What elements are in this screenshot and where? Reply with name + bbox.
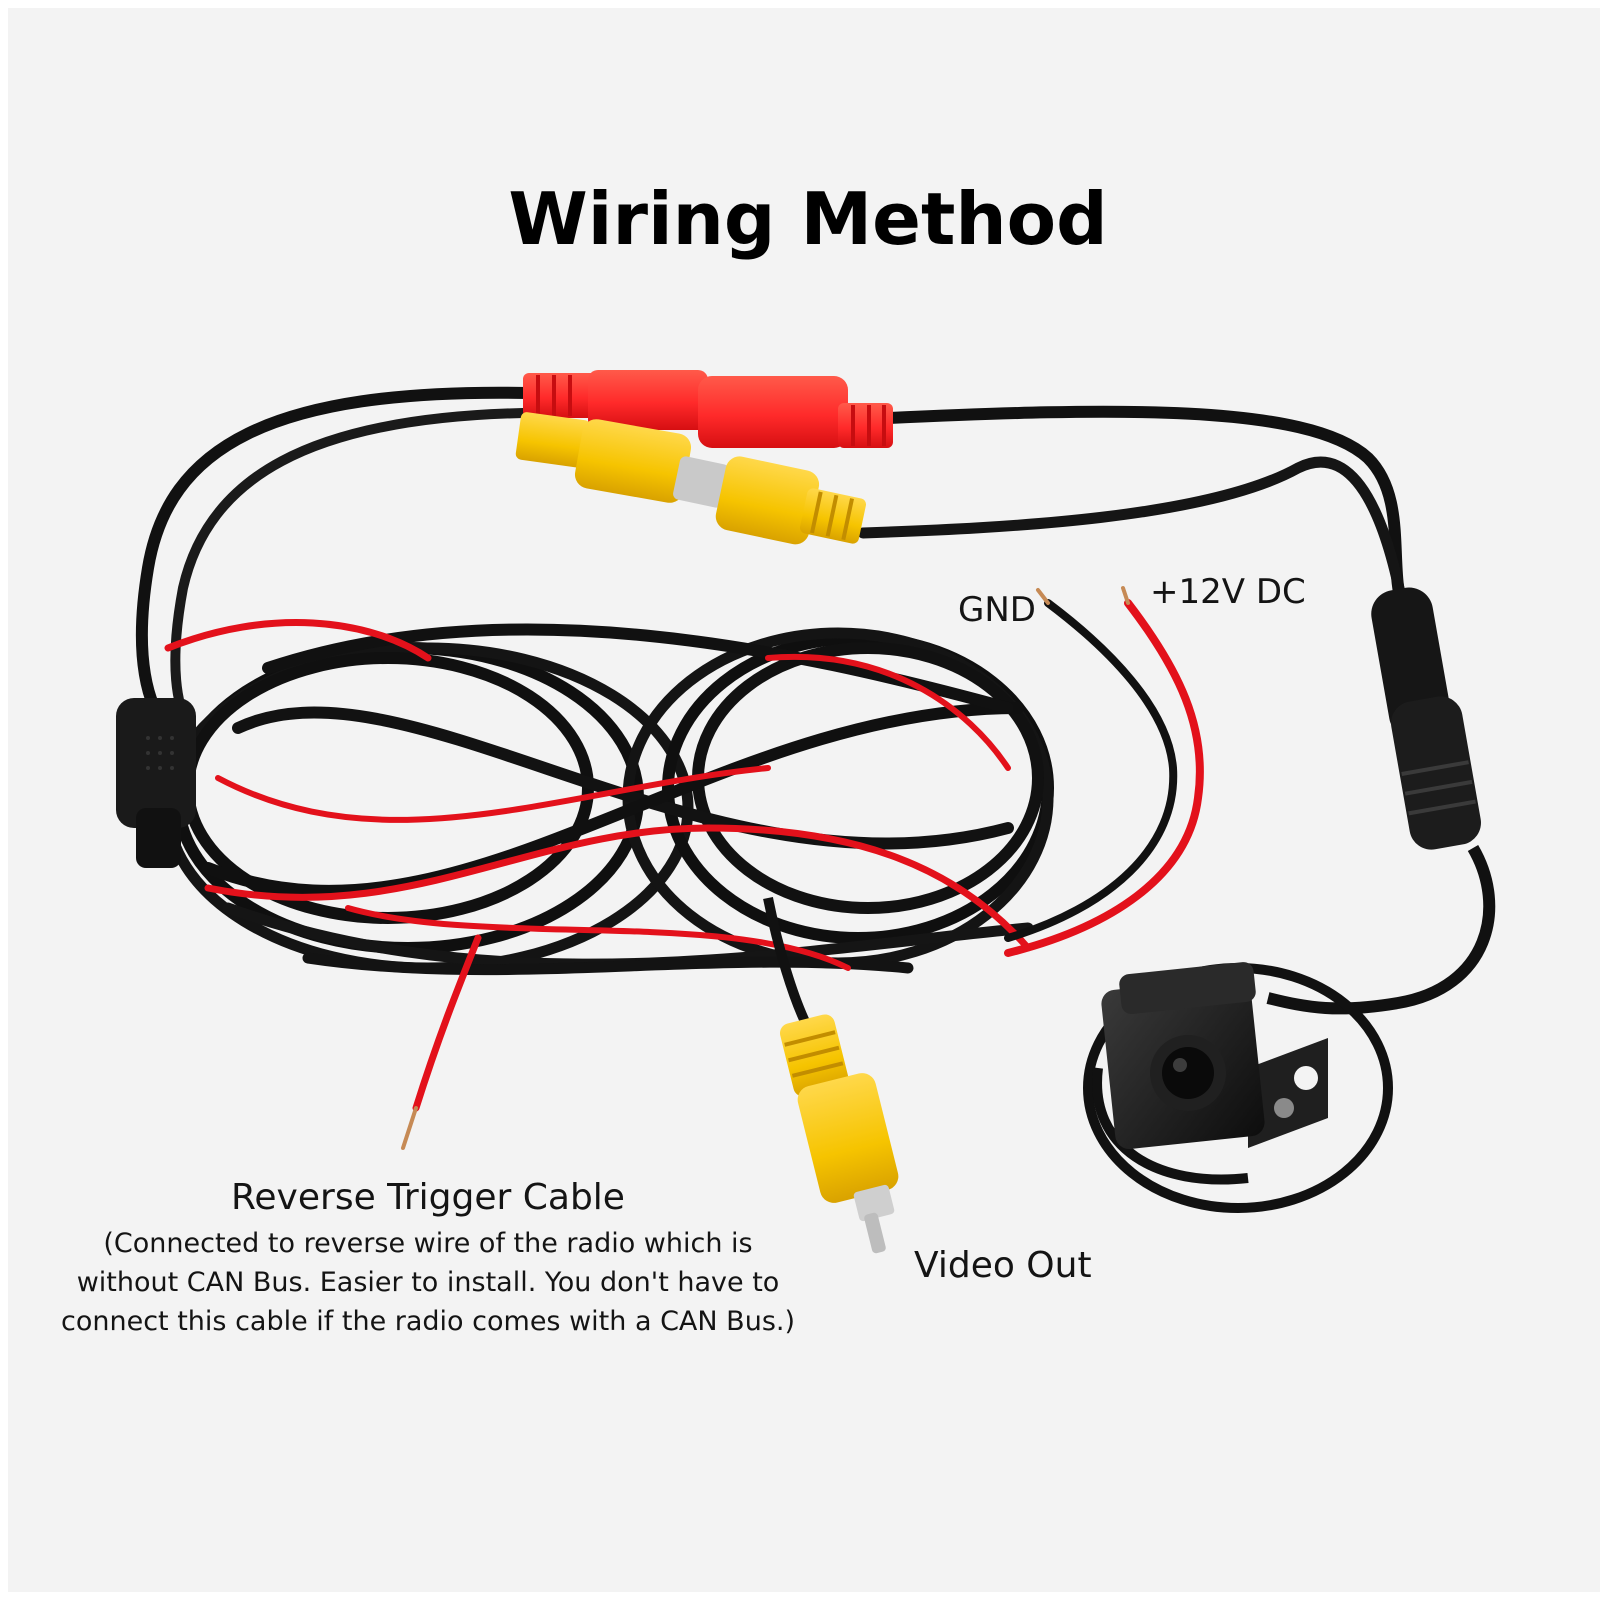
- inline-power-connector: [1371, 587, 1481, 850]
- camera-cable: [1266, 844, 1496, 1015]
- power-leads: [1004, 586, 1204, 957]
- yellow-video-connector-top: [515, 412, 867, 545]
- left-inline-block: [116, 698, 196, 868]
- top-cable-loop: [135, 386, 1409, 734]
- wiring-photo: [116, 370, 1496, 1254]
- page-title: Wiring Method: [508, 177, 1108, 261]
- red-power-connector: [523, 370, 893, 448]
- reverse-trigger-caption: Reverse Trigger Cable (Connected to reve…: [28, 1180, 828, 1341]
- reverse-trigger-note-line-3: connect this cable if the radio comes wi…: [61, 1306, 795, 1337]
- backup-camera: [1083, 962, 1393, 1213]
- reverse-trigger-lead: [401, 934, 482, 1150]
- image-panel: Wiring Method GND +12V DC Video Out Reve…: [8, 8, 1600, 1592]
- reverse-trigger-label: Reverse Trigger Cable: [231, 1177, 625, 1218]
- video-out-rca: [763, 897, 899, 1254]
- gnd-label: GND: [958, 590, 1036, 630]
- reverse-trigger-note-line-1: (Connected to reverse wire of the radio …: [103, 1228, 753, 1259]
- reverse-trigger-note-line-2: without CAN Bus. Easier to install. You …: [76, 1267, 780, 1298]
- power-12v-label: +12V DC: [1150, 572, 1306, 612]
- cable-bundle: [162, 619, 1054, 976]
- video-out-label: Video Out: [914, 1245, 1092, 1286]
